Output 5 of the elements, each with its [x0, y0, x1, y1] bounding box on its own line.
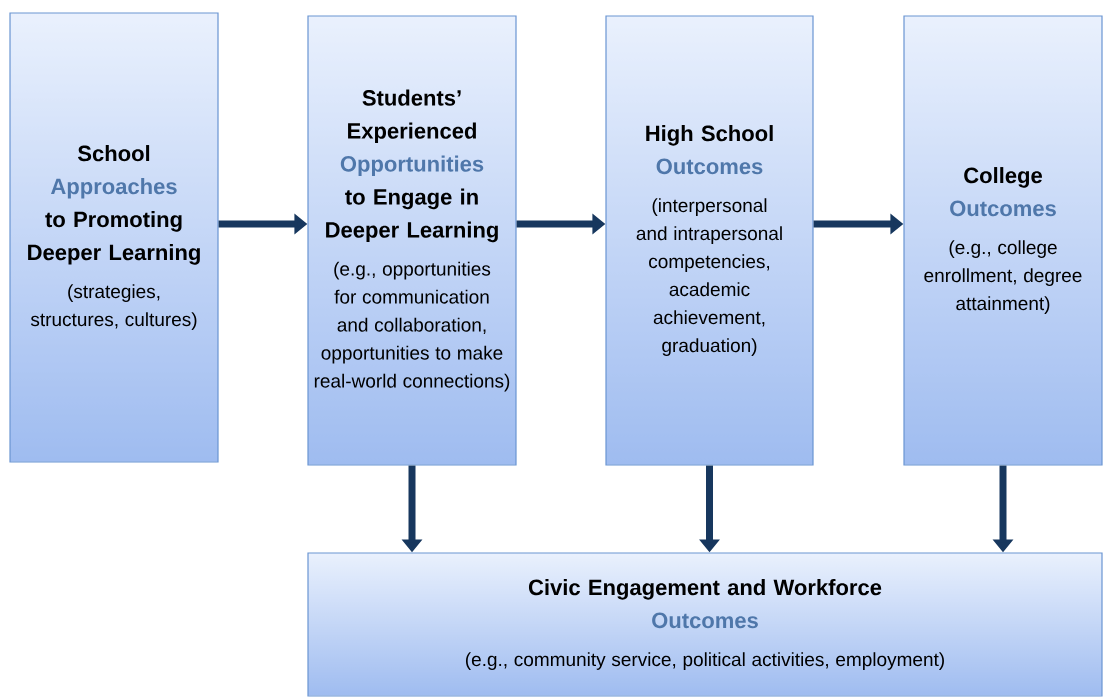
process-box: School Approaches to Promoting Deeper Learning (strategies, structures, cultures): [9, 12, 219, 463]
process-box: College Outcomes (e.g., college enrollment, degree attainment): [903, 15, 1103, 466]
process-box: High School Outcomes (interpersonal and intrapersonal competencies, academic achievement, graduation): [605, 15, 814, 466]
process-box: Civic Engagement and Workforce Outcomes (e.g., community service, political activities, employment): [307, 552, 1103, 697]
process-box: Students’ Experienced Opportunities to Engage in Deeper Learning (e.g., opportunities for communication and collaboration, opportunities to make real-world connections): [307, 15, 517, 466]
